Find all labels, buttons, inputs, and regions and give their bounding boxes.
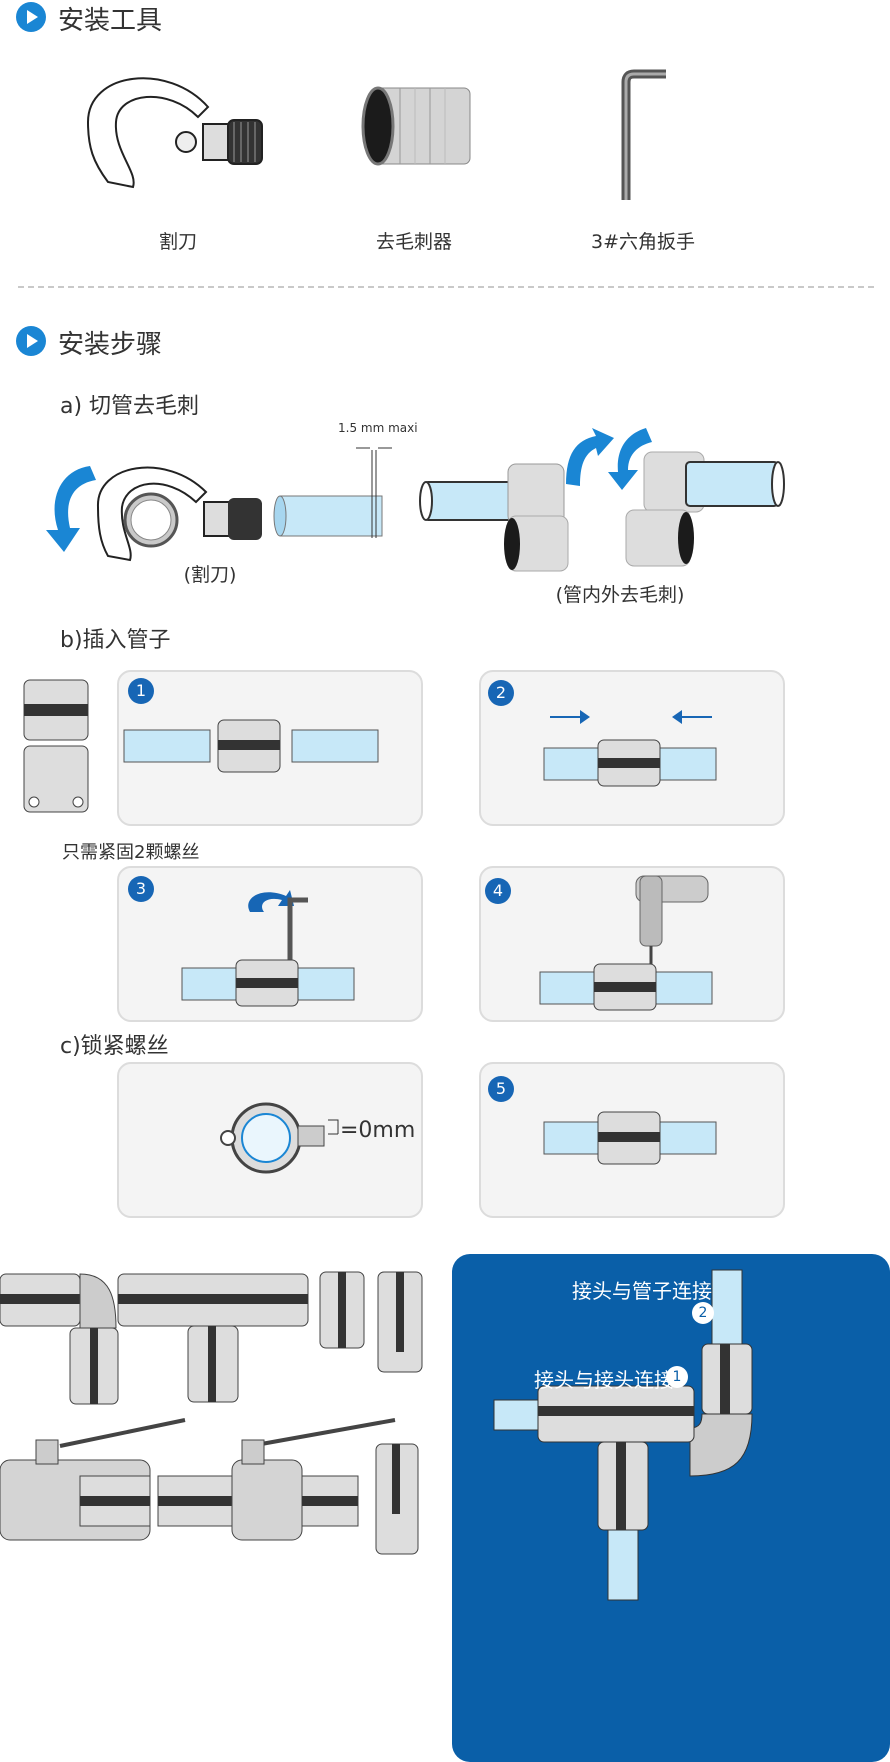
step-b-title: b)插入管子 (60, 628, 171, 653)
assembly-example-illustration (493, 1269, 753, 1601)
step-number-1: 1 (128, 678, 154, 704)
deburrer-illustration (361, 86, 471, 166)
rotate-arrow-icon (46, 466, 96, 552)
tool-label-cutter: 割刀 (158, 231, 197, 253)
step-panel-5 (479, 1062, 785, 1218)
measure-label: 1.5 mm maxi (338, 421, 418, 435)
panel-2-illustration (543, 710, 717, 787)
panel-5-illustration (543, 1111, 717, 1165)
deburr-caption: (管内外去毛刺) (555, 584, 685, 606)
tool-label-hex-key: 3#六角扳手 (590, 231, 695, 253)
panel-3-illustration (181, 890, 355, 1007)
section-steps-title: 安装步骤 (58, 330, 163, 360)
section-divider (18, 286, 874, 288)
joint-to-joint-label: 接头与接头连接 (534, 1368, 674, 1392)
joint-to-joint-num: 1 (666, 1366, 688, 1388)
cutter-on-pipe-illustration (96, 466, 262, 562)
section-tools-bullet-icon (16, 2, 46, 32)
deburring-illustration (419, 428, 785, 572)
joint-to-pipe-num: 2 (692, 1302, 714, 1324)
tool-label-deburrer: 去毛刺器 (375, 231, 452, 253)
clamp-section-illustration (220, 1102, 339, 1174)
section-steps-bullet-icon (16, 326, 46, 356)
joint-to-pipe-label: 接头与管子连接 (572, 1279, 712, 1303)
hex-key-illustration (621, 69, 666, 200)
step-number-5: 5 (488, 1076, 514, 1102)
screw-note: 只需紧固2颗螺丝 (62, 842, 200, 863)
cutter-caption: (割刀) (183, 564, 237, 586)
step-number-4: 4 (485, 878, 511, 904)
section-tools-title: 安装工具 (58, 6, 163, 36)
step-a-title: a) 切管去毛刺 (60, 394, 200, 419)
step-number-2: 2 (488, 680, 514, 706)
panel-4-illustration (539, 875, 713, 1011)
pipe-cutter-illustration (86, 77, 263, 189)
gap-label: =0mm (340, 1118, 416, 1143)
cut-pipe-illustration (273, 447, 392, 538)
assembly-example-panel (452, 1254, 890, 1762)
step-c-title: c)锁紧螺丝 (60, 1034, 169, 1059)
step-number-3: 3 (128, 876, 154, 902)
fittings-assortment-illustration (0, 1271, 423, 1555)
panel-1-illustration (123, 719, 379, 773)
coupling-parts-illustration (23, 679, 89, 813)
